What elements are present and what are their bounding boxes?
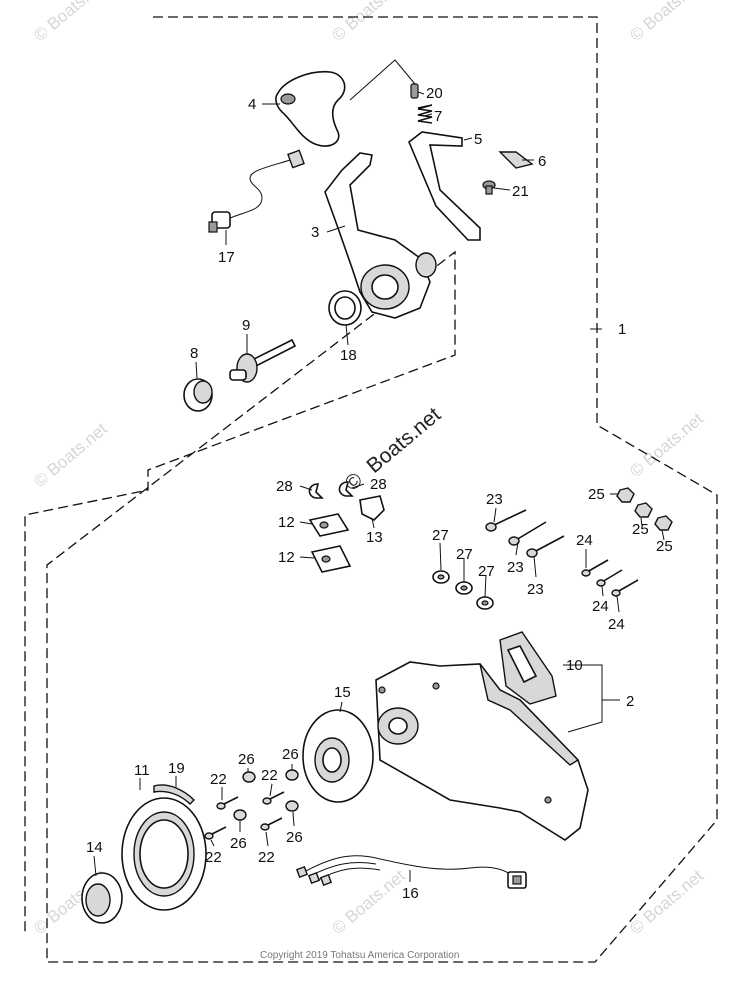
callout-25-low: 25 bbox=[656, 538, 673, 555]
watermark-bottom-center: © Boats.net bbox=[328, 866, 409, 938]
friction-plate-part bbox=[302, 709, 374, 803]
lever-arm-part bbox=[408, 131, 481, 241]
callout-6: 6 bbox=[538, 153, 546, 170]
callout-26-d: 26 bbox=[286, 829, 303, 846]
callout-labels: 4 20 7 5 6 21 3 17 18 9 8 1 28 28 12 12 … bbox=[86, 85, 673, 902]
callout-26-a: 26 bbox=[238, 751, 255, 768]
callout-1: 1 bbox=[618, 321, 626, 338]
shaft-part bbox=[229, 338, 297, 383]
watermark-center-text: Boats.net bbox=[362, 403, 445, 478]
callout-27-c: 27 bbox=[478, 563, 495, 580]
bolt-parts bbox=[204, 791, 285, 840]
spring-part bbox=[417, 104, 433, 124]
callout-24-top: 24 bbox=[576, 532, 593, 549]
watermark-bottom-right: © Boats.net bbox=[626, 866, 707, 938]
callout-28-right: 28 bbox=[370, 476, 387, 493]
callout-17: 17 bbox=[218, 249, 235, 266]
callout-26-c: 26 bbox=[230, 835, 247, 852]
callout-20: 20 bbox=[426, 85, 443, 102]
knob-part bbox=[183, 378, 213, 412]
callout-5: 5 bbox=[474, 131, 482, 148]
callout-28-left: 28 bbox=[276, 478, 293, 495]
control-box-part bbox=[375, 661, 589, 841]
callout-14: 14 bbox=[86, 839, 103, 856]
callout-3: 3 bbox=[311, 224, 319, 241]
watermark-top-right: © Boats.net bbox=[626, 0, 707, 45]
callout-23-top: 23 bbox=[486, 491, 503, 508]
strip-part bbox=[153, 784, 195, 805]
lever-bracket-part bbox=[324, 152, 437, 319]
small-nut-parts bbox=[233, 769, 299, 821]
callout-2: 2 bbox=[626, 693, 634, 710]
callout-10: 10 bbox=[566, 657, 583, 674]
callout-23-low: 23 bbox=[527, 581, 544, 598]
watermark-layer: © Boats.net © Boats.net © Boats.net © Bo… bbox=[30, 0, 707, 938]
e-ring-parts bbox=[308, 481, 354, 499]
ratchet-part bbox=[81, 872, 123, 924]
callout-25-mid: 25 bbox=[632, 521, 649, 538]
callout-18: 18 bbox=[340, 347, 357, 364]
washer-27-parts bbox=[432, 570, 494, 610]
leader-lines bbox=[93, 59, 665, 882]
callout-12-upper: 12 bbox=[278, 514, 295, 531]
callout-26-b: 26 bbox=[282, 746, 299, 763]
callout-22-c: 22 bbox=[205, 849, 222, 866]
callout-4: 4 bbox=[248, 96, 256, 113]
copyright-notice: Copyright 2019 Tohatsu America Corporati… bbox=[260, 950, 459, 961]
callout-23-mid: 23 bbox=[507, 559, 524, 576]
callout-25-top: 25 bbox=[588, 486, 605, 503]
cover-ring-part bbox=[121, 797, 207, 911]
screw-21-part bbox=[482, 180, 496, 195]
callout-9: 9 bbox=[242, 317, 250, 334]
callout-22-d: 22 bbox=[258, 849, 275, 866]
callout-27-a: 27 bbox=[432, 527, 449, 544]
watermark-mid-right: © Boats.net bbox=[626, 409, 707, 481]
callout-22-a: 22 bbox=[210, 771, 227, 788]
washer-18-part bbox=[328, 290, 362, 326]
clip-part bbox=[498, 151, 534, 169]
callout-16: 16 bbox=[402, 885, 419, 902]
handle-grip-part bbox=[275, 70, 346, 147]
short-screw-parts bbox=[581, 559, 639, 597]
callout-8: 8 bbox=[190, 345, 198, 362]
callout-24-mid: 24 bbox=[592, 598, 609, 615]
nut-parts bbox=[616, 487, 673, 531]
callout-15: 15 bbox=[334, 684, 351, 701]
callout-21: 21 bbox=[512, 183, 529, 200]
link-parts bbox=[308, 513, 352, 573]
small-screw-part bbox=[410, 83, 419, 99]
watermark-top-center: © Boats.net bbox=[328, 0, 409, 45]
watermark-mid-left: © Boats.net bbox=[30, 419, 111, 491]
wire-harness-part bbox=[295, 855, 527, 889]
callout-19: 19 bbox=[168, 760, 185, 777]
callout-13: 13 bbox=[366, 529, 383, 546]
callout-11: 11 bbox=[134, 762, 150, 779]
callout-7: 7 bbox=[434, 108, 442, 125]
switch-wire-part bbox=[208, 149, 305, 233]
callout-27-b: 27 bbox=[456, 546, 473, 563]
callout-12-lower: 12 bbox=[278, 549, 295, 566]
long-screw-parts bbox=[485, 509, 565, 558]
watermark-top-left: © Boats.net bbox=[30, 0, 111, 45]
assembly-frame bbox=[24, 16, 718, 963]
callout-22-b: 22 bbox=[261, 767, 278, 784]
callout-24-low: 24 bbox=[608, 616, 625, 633]
mount-plate-part bbox=[499, 631, 557, 705]
stopper-part bbox=[359, 495, 385, 521]
